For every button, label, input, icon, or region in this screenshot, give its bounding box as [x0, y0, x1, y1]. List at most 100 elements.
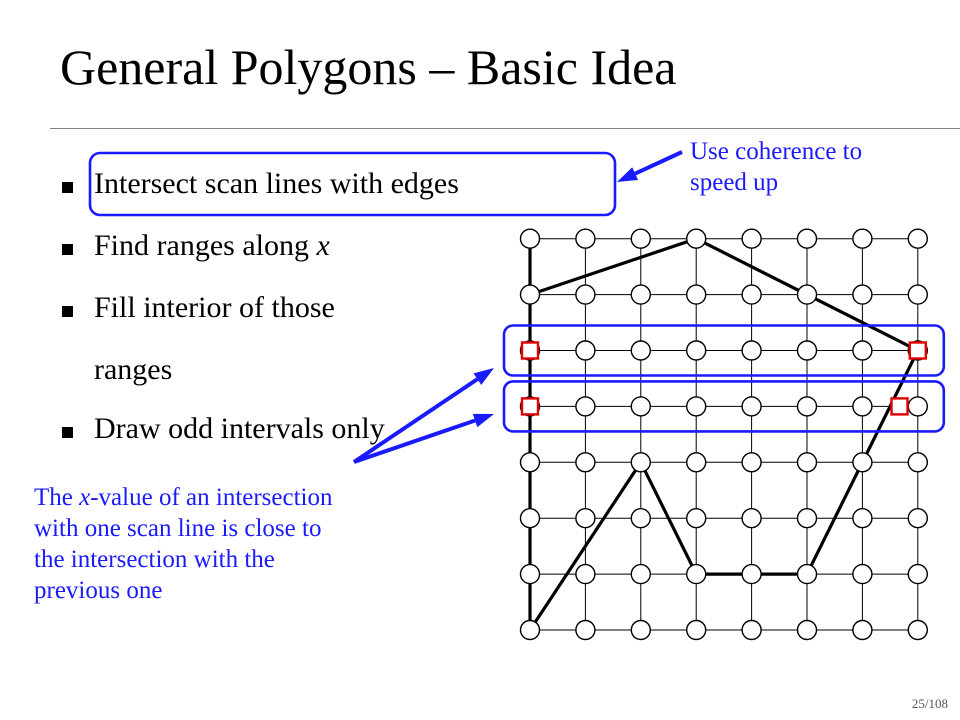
grid-node	[741, 396, 762, 417]
grid-node	[907, 452, 928, 473]
coherence-note-line: speed up	[690, 169, 779, 196]
bullet-highlight-box	[88, 151, 617, 217]
intersection-note-line: with one scan line is close to	[34, 515, 322, 542]
grid-node	[686, 452, 707, 473]
grid-node	[630, 228, 651, 249]
grid-node	[575, 396, 596, 417]
intersection-marker	[890, 397, 909, 416]
intersection-note-line: the intersection with the	[34, 546, 275, 573]
grid-node	[686, 563, 707, 585]
grid-node	[907, 619, 928, 641]
grid-node	[575, 508, 596, 529]
grid-node	[519, 228, 541, 249]
bullet-text: Fill interior of those	[94, 291, 335, 324]
bullet-marker	[62, 427, 73, 438]
grid-node	[852, 340, 873, 361]
grid-node	[741, 619, 762, 641]
grid-node	[852, 619, 873, 641]
grid-node	[575, 228, 596, 249]
coherence-note: Use coherence to speed up	[690, 136, 862, 198]
bullet-marker	[62, 182, 73, 193]
grid-node	[741, 228, 762, 249]
grid-node	[519, 563, 541, 585]
grid-node	[796, 619, 818, 641]
grid-node	[630, 508, 651, 529]
grid-node	[852, 228, 873, 249]
grid-node	[630, 452, 651, 473]
grid-node	[796, 508, 818, 529]
grid-node	[796, 284, 818, 305]
page-number: 25/108	[911, 696, 948, 711]
grid-node	[575, 452, 596, 473]
grid-node	[630, 563, 651, 585]
grid-node	[519, 508, 541, 529]
grid-node	[741, 508, 762, 529]
grid-node	[907, 563, 928, 585]
grid-node	[796, 563, 818, 585]
intersection-layer	[520, 341, 927, 416]
grid-node	[575, 284, 596, 305]
grid-node	[907, 228, 928, 249]
bullet-text: Find ranges along x	[94, 229, 330, 262]
arrow-line	[634, 150, 683, 176]
grid-node	[686, 508, 707, 529]
grid-node	[630, 619, 651, 641]
grid-node	[575, 619, 596, 641]
grid-node	[630, 284, 651, 305]
intersection-note: The x-value of an intersection with one …	[34, 482, 333, 606]
arrow-head	[473, 368, 494, 385]
grid-node	[907, 508, 928, 529]
intersection-note-line: The x-value of an intersection	[34, 484, 333, 511]
grid-node	[575, 340, 596, 361]
title-divider	[50, 128, 960, 129]
grid-node	[796, 340, 818, 361]
arrow-head	[472, 413, 494, 428]
grid-nodes	[519, 228, 928, 641]
grid-node	[741, 340, 762, 361]
grid-node	[796, 452, 818, 473]
grid-node	[796, 396, 818, 417]
grid-node	[575, 563, 596, 585]
bullet-italic-x: x	[316, 229, 330, 262]
slide-title: General Polygons – Basic Idea	[60, 39, 677, 95]
bullet-continuation: ranges	[94, 353, 173, 386]
grid-node	[852, 284, 873, 305]
scanline-highlight-box	[502, 380, 946, 433]
grid-node	[741, 452, 762, 473]
grid-node	[852, 508, 873, 529]
grid-node	[686, 228, 707, 249]
grid-node	[686, 619, 707, 641]
arrow-head	[617, 167, 639, 182]
grid-node	[686, 340, 707, 361]
grid-node	[630, 396, 651, 417]
grid-node	[852, 396, 873, 417]
intersection-marker	[520, 341, 540, 360]
grid-node	[686, 284, 707, 305]
scanline-highlight-box	[502, 324, 946, 377]
grid-node	[852, 563, 873, 585]
coherence-note-line: Use coherence to	[690, 138, 863, 165]
bullet-text: Intersect scan lines with edges	[94, 167, 459, 200]
intersection-marker	[520, 397, 540, 416]
grid-node	[686, 396, 707, 417]
grid-node	[741, 284, 762, 305]
arrow-line	[353, 418, 476, 464]
arrow-layer	[352, 150, 683, 464]
grid-node	[519, 284, 541, 305]
intersection-marker	[908, 341, 927, 360]
grid-node	[907, 396, 928, 417]
arrow-line	[352, 377, 479, 464]
grid-node	[741, 563, 762, 585]
bullet-text: Draw odd intervals only	[94, 412, 385, 445]
highlight-layer	[88, 151, 946, 433]
grid-node	[519, 452, 541, 473]
bullet-marker	[62, 306, 73, 317]
intersection-note-line: previous one	[34, 577, 163, 604]
grid-node	[907, 284, 928, 305]
bullet-marker	[62, 244, 73, 255]
grid-node	[796, 228, 818, 249]
grid-node	[852, 452, 873, 473]
grid-node	[519, 619, 541, 641]
grid-node	[630, 340, 651, 361]
